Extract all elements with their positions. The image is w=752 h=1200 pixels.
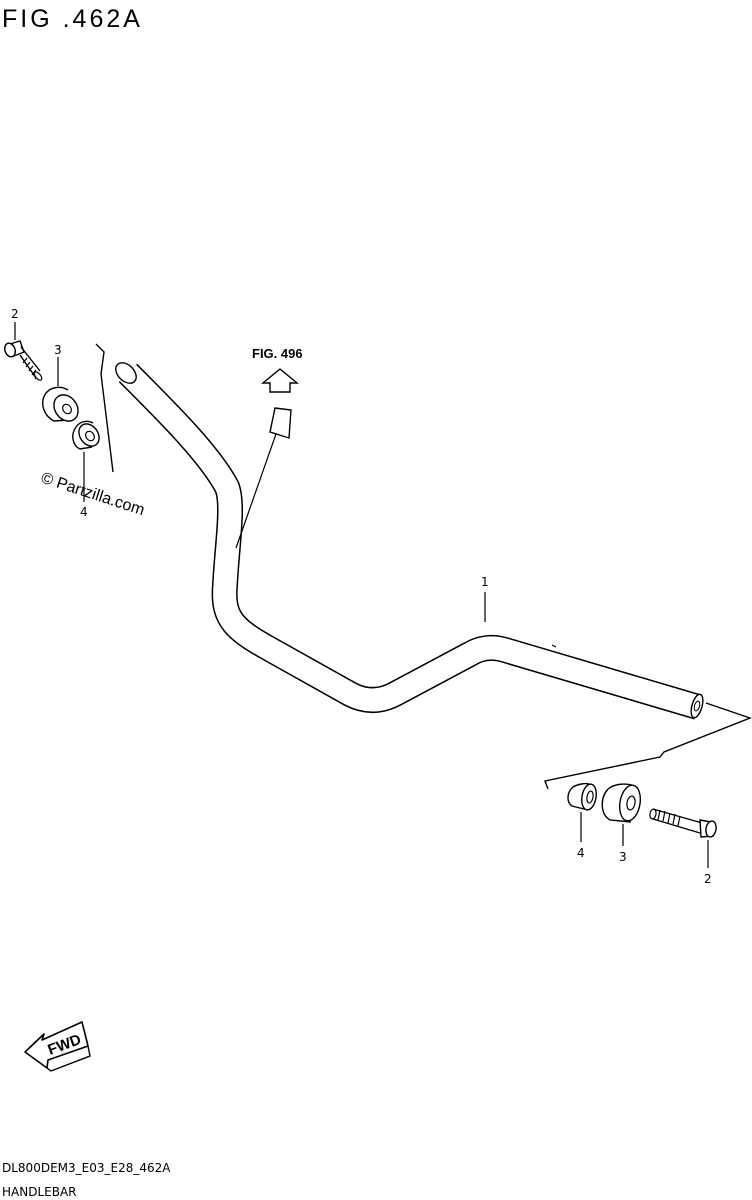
- forward-arrow-icon: FWD: [24, 1021, 91, 1072]
- assembly-bracket-right: [544, 702, 752, 790]
- figure-title: FIG .462A: [2, 5, 143, 33]
- callout-handlebar: 1: [481, 575, 489, 589]
- collar-left: [72, 420, 100, 450]
- handlebar-tube: [115, 362, 704, 720]
- callout-bolt-right: 2: [704, 872, 712, 886]
- callout-weight-right: 3: [619, 850, 627, 864]
- section-name: HANDLEBAR: [2, 1185, 77, 1199]
- watermark: © Partzilla.com: [39, 470, 147, 519]
- fig-reference-label: FIG. 496: [252, 346, 303, 361]
- arrow-up-icon: [261, 368, 299, 393]
- callout-bolt-left: 2: [11, 307, 19, 321]
- switch-part-icon: [269, 407, 292, 439]
- callout-weight-left: 3: [54, 343, 62, 357]
- collar-right: [567, 782, 597, 811]
- leader-line: [235, 433, 277, 549]
- callout-collar-left: 4: [80, 505, 88, 519]
- bar-end-weight-left: [42, 385, 79, 422]
- bolt-left: [4, 340, 43, 381]
- bar-end-weight-right: [601, 783, 642, 823]
- model-code: DL800DEM3_E03_E28_462A: [2, 1161, 171, 1175]
- callout-collar-right: 4: [577, 846, 585, 860]
- bolt-right: [649, 808, 717, 838]
- assembly-bracket-left: [95, 343, 114, 473]
